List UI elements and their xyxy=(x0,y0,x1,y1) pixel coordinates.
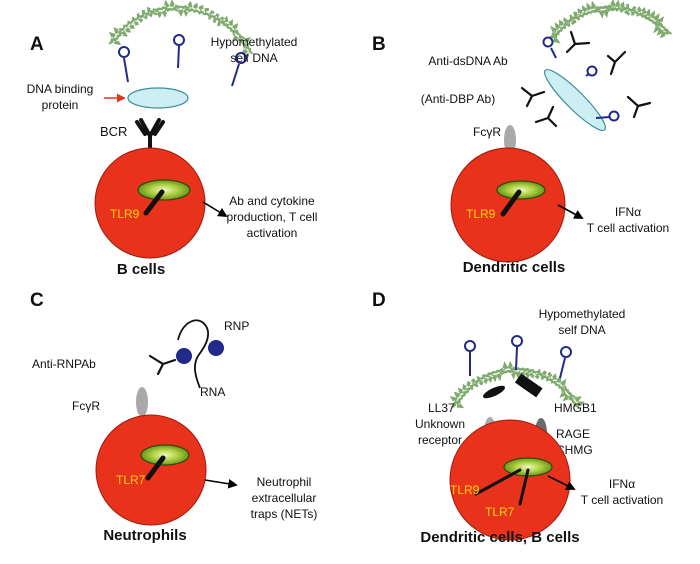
b-cell xyxy=(94,147,206,259)
output-line1: IFNα xyxy=(615,205,641,219)
fcgr-label: FcγR xyxy=(473,125,501,139)
cpg-probe xyxy=(464,340,476,376)
output-line3: activation xyxy=(247,226,298,240)
tlr9-label: TLR9 xyxy=(110,207,140,221)
tlr-endosome-icon xyxy=(137,179,191,216)
ab-label-line1: Anti-dsDNA Ab xyxy=(428,54,508,68)
antibody-icon xyxy=(148,354,177,376)
fcgr-receptor-icon xyxy=(504,125,516,155)
dna-label-line1: Hypomethylated xyxy=(211,35,298,49)
antibody-icon xyxy=(565,30,591,54)
antibody-icon xyxy=(534,105,558,128)
dna-helix-icon xyxy=(446,360,585,409)
panel-c-title: Neutrophils xyxy=(103,527,186,544)
panel-c: C RNP Anti-RNPAb RNA FcγR TLR7 Neutrophi… xyxy=(30,290,317,544)
tlr9-label: TLR9 xyxy=(450,483,480,497)
tlr-endosome-icon xyxy=(474,457,553,506)
dna-label-line1: Hypomethylated xyxy=(539,307,626,321)
cpg-probe xyxy=(595,110,620,122)
cpg-probe xyxy=(542,36,557,59)
rnp-label: RNP xyxy=(224,319,249,333)
dna-binding-protein-icon xyxy=(544,69,606,131)
panel-d-title: Dendritic cells, B cells xyxy=(420,529,579,546)
rage-label-line1: RAGE xyxy=(556,427,590,441)
output-line1: Neutrophil xyxy=(257,475,312,489)
panel-a-letter: A xyxy=(30,34,44,55)
output-line1: IFNα xyxy=(609,477,635,491)
dna-binding-protein-icon xyxy=(127,87,189,109)
cpg-probe xyxy=(559,346,572,379)
antibody-icon xyxy=(606,50,627,76)
output-arrow xyxy=(204,479,238,489)
rage-label-line2: CHMG xyxy=(556,443,593,457)
hmgb1-label: HMGB1 xyxy=(554,401,597,415)
fcgr-label: FcγR xyxy=(72,399,100,413)
ab-label-line2: (Anti-DBP Ab) xyxy=(421,92,495,106)
rnp-particle-icon xyxy=(176,348,192,364)
output-line3: traps (NETs) xyxy=(251,507,318,521)
output-line1: Ab and cytokine xyxy=(229,194,315,208)
rna-label: RNA xyxy=(200,385,225,399)
output-line2: extracellular xyxy=(252,491,317,505)
panel-d-letter: D xyxy=(372,290,386,311)
tlr-endosome-icon xyxy=(140,444,190,481)
tlr7-label: TLR7 xyxy=(485,505,515,519)
tlr-endosome-icon xyxy=(496,180,546,217)
dna-helix-icon xyxy=(542,0,676,44)
dna-label-line2: self DNA xyxy=(230,51,277,65)
ll37-label: LL37 xyxy=(428,401,455,415)
panel-d: D Hypomethylated self DNA LL37 HMGB1 Unk… xyxy=(372,290,663,546)
output-arrow xyxy=(202,201,228,217)
dna-label-line2: self DNA xyxy=(558,323,605,337)
hmgb1-icon xyxy=(514,373,543,398)
cpg-probe xyxy=(231,52,247,87)
bcr-label: BCR xyxy=(100,124,127,139)
output-line2: T cell activation xyxy=(581,493,663,507)
anti-rnp-ab-label: Anti-RNPAb xyxy=(32,357,96,371)
rnp-particle-icon xyxy=(208,340,224,356)
tlr7-label: TLR7 xyxy=(116,473,146,487)
output-line2: T cell activation xyxy=(587,221,669,235)
output-arrow xyxy=(557,204,584,219)
ll37-icon xyxy=(482,385,506,399)
cpg-probe xyxy=(585,65,598,77)
cpg-probe xyxy=(118,46,130,83)
cpg-probe xyxy=(511,335,523,371)
panel-a-title: B cells xyxy=(117,261,165,278)
cpg-probe xyxy=(173,34,185,69)
output-arrow xyxy=(547,475,576,490)
panel-b: B Anti-dsDNA Ab (A xyxy=(372,0,676,276)
panel-b-letter: B xyxy=(372,34,386,55)
panel-c-letter: C xyxy=(30,290,44,311)
rna-strand-icon xyxy=(177,319,210,389)
fcgr-receptor-icon xyxy=(136,387,148,417)
protein-label-line1: DNA binding xyxy=(27,82,94,96)
dendritic-b-cell xyxy=(449,419,571,541)
antibody-icon xyxy=(520,86,546,108)
output-line2: production, T cell xyxy=(227,210,318,224)
panel-b-title: Dendritic cells xyxy=(463,259,566,276)
antibody-icon xyxy=(626,95,652,119)
unknown-receptor-line1: Unknown xyxy=(415,417,465,431)
panel-a: A Hypomethylated self DNA DNA binding pr… xyxy=(27,0,318,278)
unknown-receptor-line2: receptor xyxy=(418,433,462,447)
protein-label-line2: protein xyxy=(42,98,79,112)
dna-helix-icon xyxy=(104,0,257,56)
tlr9-label: TLR9 xyxy=(466,207,496,221)
